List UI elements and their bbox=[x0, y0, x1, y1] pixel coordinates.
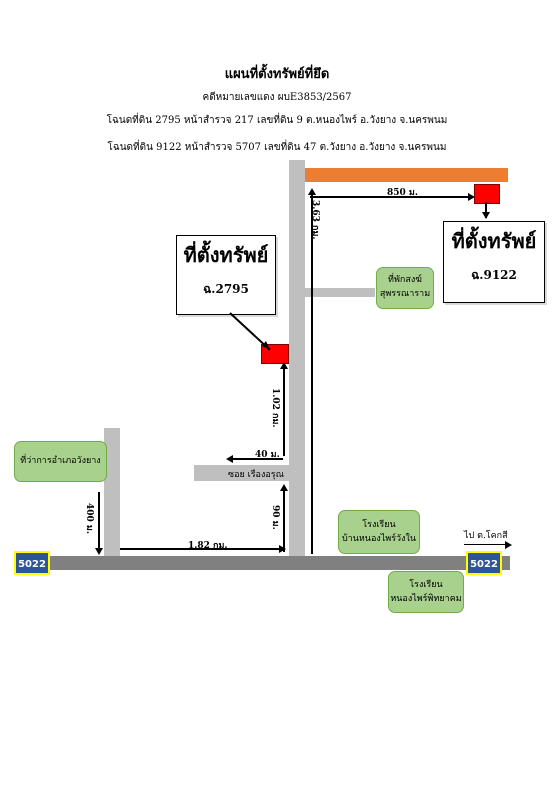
dist-102-label: 1.02 กม. bbox=[270, 388, 280, 428]
temple-name-2: สุพรรณาราม bbox=[379, 289, 431, 299]
callout-2795: ที่ตั้งทรัพย์ ฉ.2795 bbox=[176, 235, 276, 315]
temple-name-1: ที่พักสงฆ์ bbox=[388, 275, 422, 285]
dist-182-arrow bbox=[279, 545, 286, 553]
deed-line-1: โฉนดที่ดิน 2795 หน้าสำรวจ 217 เลขที่ดิน … bbox=[106, 115, 448, 126]
dist-850-line bbox=[310, 196, 470, 198]
dist-400-line bbox=[98, 492, 100, 548]
dist-40-label: 40 ม. bbox=[255, 450, 280, 460]
road-sign-right: 5022 bbox=[466, 551, 502, 575]
school-1-name-1: โรงเรียน bbox=[362, 520, 396, 530]
callout-9122-heading: ที่ตั้งทรัพย์ bbox=[451, 229, 537, 253]
case-number: คดีหมายเลขแดง ผบE3853/2567 bbox=[202, 92, 352, 103]
map-title: แผนที่ตั้งทรัพย์ที่ยึด bbox=[224, 67, 330, 82]
soi-road bbox=[194, 465, 289, 481]
dist-363-line bbox=[311, 194, 313, 554]
main-road bbox=[44, 556, 510, 570]
dist-40-arrow bbox=[226, 455, 233, 463]
leader-9122-head bbox=[482, 212, 490, 219]
district-road bbox=[104, 428, 120, 556]
dist-400-arrow bbox=[95, 548, 103, 555]
soi-label: ซอย เรืองอรุณ bbox=[228, 470, 284, 480]
road-sign-left: 5022 bbox=[14, 551, 50, 575]
dist-182-label: 1.82 กม. bbox=[188, 541, 228, 551]
direction-label: ไป ต.โคกสี bbox=[464, 531, 508, 541]
leader-2795 bbox=[229, 312, 271, 351]
callout-2795-heading: ที่ตั้งทรัพย์ bbox=[183, 243, 269, 267]
dist-182-line bbox=[120, 548, 280, 550]
dist-363-arrow bbox=[308, 188, 316, 195]
school-2-name-1: โรงเรียน bbox=[409, 580, 443, 590]
leader-2795-head bbox=[262, 341, 270, 350]
dist-850-arrow bbox=[468, 193, 475, 201]
dist-90-arrow bbox=[280, 484, 288, 491]
callout-9122-deed: ฉ.9122 bbox=[471, 268, 517, 282]
dist-400-label: 400 ม. bbox=[84, 503, 94, 534]
direction-arrow bbox=[505, 541, 512, 549]
vertical-road bbox=[289, 160, 305, 556]
dist-102-line bbox=[283, 368, 285, 456]
top-road bbox=[305, 168, 508, 182]
school-1-name-2: บ้านหนองไพร์วังใน bbox=[341, 534, 417, 544]
district-office-landmark: ที่ว่าการอำเภอวังยาง bbox=[14, 441, 107, 482]
dist-363-label: 3.63 กม. bbox=[310, 200, 320, 240]
school-2-landmark: โรงเรียน หนองไพร์พิทยาคม bbox=[388, 571, 464, 613]
callout-2795-deed: ฉ.2795 bbox=[203, 282, 249, 296]
dist-90-label: 90 ม. bbox=[270, 505, 280, 530]
dist-102-arrow bbox=[280, 362, 288, 369]
temple-landmark: ที่พักสงฆ์ สุพรรณาราม bbox=[376, 267, 434, 309]
temple-road bbox=[305, 288, 375, 297]
dist-850-label: 850 ม. bbox=[387, 188, 418, 198]
direction-line bbox=[464, 544, 506, 545]
callout-9122: ที่ตั้งทรัพย์ ฉ.9122 bbox=[443, 221, 545, 303]
school-2-name-2: หนองไพร์พิทยาคม bbox=[390, 594, 462, 604]
deed-line-2: โฉนดที่ดิน 9122 หน้าสำรวจ 5707 เลขที่ดิน… bbox=[107, 142, 447, 153]
dist-40-line bbox=[232, 458, 283, 460]
district-office-name: ที่ว่าการอำเภอวังยาง bbox=[20, 456, 101, 466]
dist-90-line bbox=[283, 490, 285, 552]
school-1-landmark: โรงเรียน บ้านหนองไพร์วังใน bbox=[338, 510, 420, 554]
